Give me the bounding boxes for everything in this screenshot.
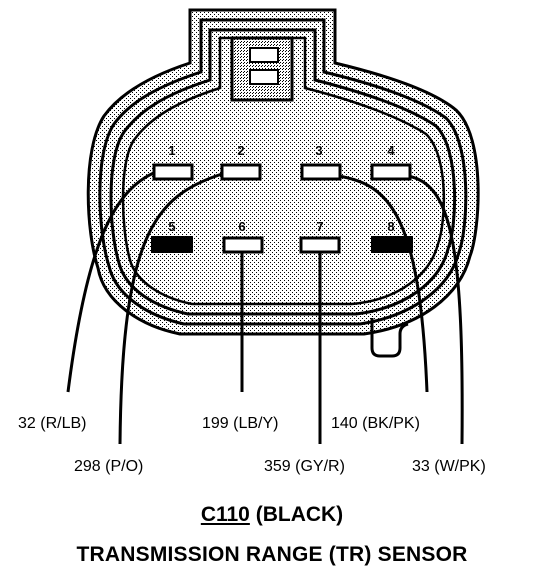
- terminal-2: [220, 163, 262, 181]
- wire-line-298: [118, 172, 223, 445]
- sensor-name: TRANSMISSION RANGE (TR) SENSOR: [76, 543, 468, 566]
- lock-tab-slot-upper: [249, 47, 279, 63]
- pin-number-3: 3: [315, 143, 322, 158]
- terminal-4: [370, 163, 412, 181]
- connector-id: C110: [200, 503, 250, 526]
- pin-number-4: 4: [387, 143, 395, 158]
- lock-tab-slot-lower: [249, 69, 279, 85]
- pin-number-6: 6: [238, 219, 245, 234]
- connector-caption: C110 (BLACK): [0, 503, 544, 527]
- pin-number-1: 1: [168, 143, 175, 158]
- wire-label-140: 140 (BK/PK): [331, 415, 420, 432]
- wire-line-140: [337, 174, 429, 393]
- terminals: [151, 163, 413, 254]
- terminal-3: [300, 163, 342, 181]
- wire-label-199: 199 (LB/Y): [202, 415, 278, 432]
- terminal-6: [222, 236, 264, 254]
- connector-color-note: (BLACK): [255, 503, 344, 526]
- pin-number-5: 5: [168, 219, 175, 234]
- wire-lines: [66, 170, 464, 445]
- polarizing-key: [370, 318, 409, 358]
- housing-ring-2: [98, 18, 468, 326]
- pin-number-2: 2: [237, 143, 244, 158]
- connector-face: [121, 36, 446, 306]
- terminal-5-plugged: [151, 236, 193, 253]
- pin-numbers: 1 2 3 4 5 6 7 8: [168, 143, 395, 234]
- pin-number-7: 7: [316, 219, 323, 234]
- terminal-1: [152, 163, 194, 181]
- wire-label-32: 32 (R/LB): [18, 415, 86, 432]
- wire-line-33: [407, 174, 464, 445]
- pin-number-8: 8: [387, 219, 394, 234]
- housing-ring-3: [109, 28, 457, 316]
- wire-label-33: 33 (W/PK): [412, 458, 486, 475]
- wire-line-32: [66, 170, 157, 393]
- wire-label-298: 298 (P/O): [74, 458, 143, 475]
- wire-label-359: 359 (GY/R): [264, 458, 345, 475]
- terminal-7: [299, 236, 341, 254]
- terminal-8-plugged: [371, 236, 413, 253]
- wire-labels: 32 (R/LB) 298 (P/O) 199 (LB/Y) 359 (GY/R…: [18, 415, 486, 475]
